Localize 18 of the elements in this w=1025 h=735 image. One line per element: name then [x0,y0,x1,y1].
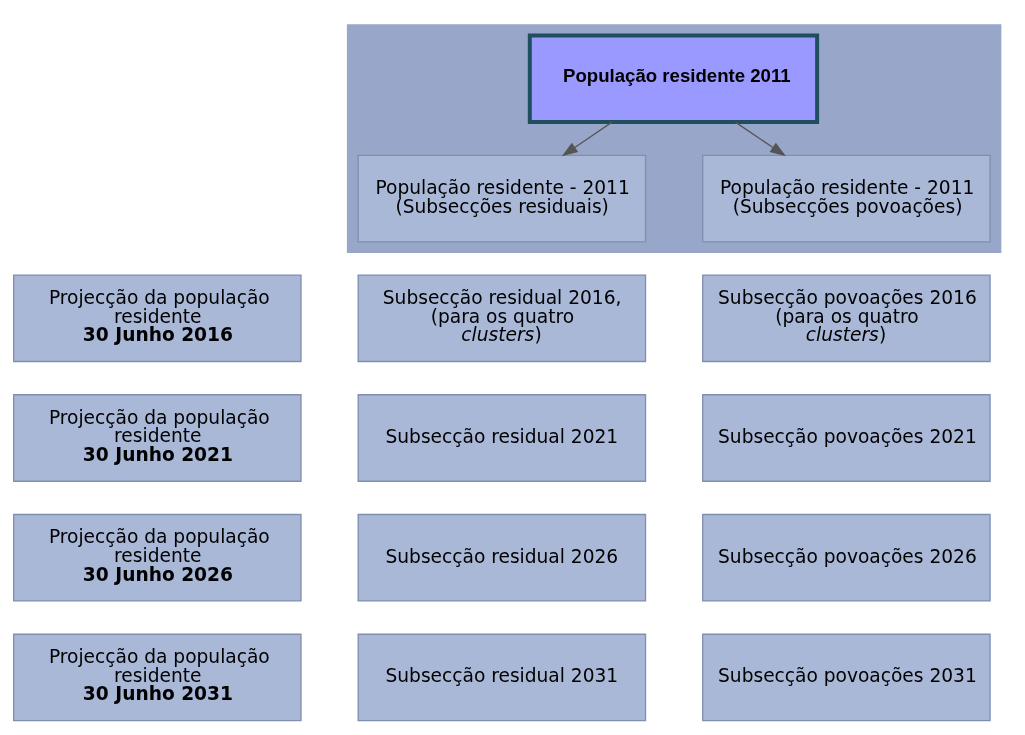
cluster [346,24,1002,254]
node-box: Subsecção povoações 2021 [702,394,991,482]
node-box: Projecção da população residente 30 Junho 2016 [13,274,302,363]
node-box: Subsecção povoações 2026 [702,513,991,602]
node-box: População residente - 2011 (Subsecções povoações) [702,154,991,243]
node-box: Subsecção povoações 2016 (para os quatro clusters) [702,274,991,363]
arrow [734,121,786,157]
node-box: Subsecção residual 2021 [357,394,647,482]
node-box: População residente 2011 [527,33,820,125]
node-box: Subsecção residual 2016, (para os quatro clusters) [357,274,647,363]
node-box: Subsecção residual 2026 [357,513,647,602]
node-box: População residente - 2011 (Subsecções residuais) [357,154,647,243]
arrow [561,121,613,157]
node-box: Subsecção residual 2031 [357,633,647,722]
node-box: Projecção da população residente 30 Junho 2026 [13,513,302,602]
node-box: Projecção da população residente 30 Junho 2031 [13,633,302,722]
node-box: Subsecção povoações 2031 [702,633,991,722]
node-box: Projecção da população residente 30 Junho 2021 [13,394,302,482]
